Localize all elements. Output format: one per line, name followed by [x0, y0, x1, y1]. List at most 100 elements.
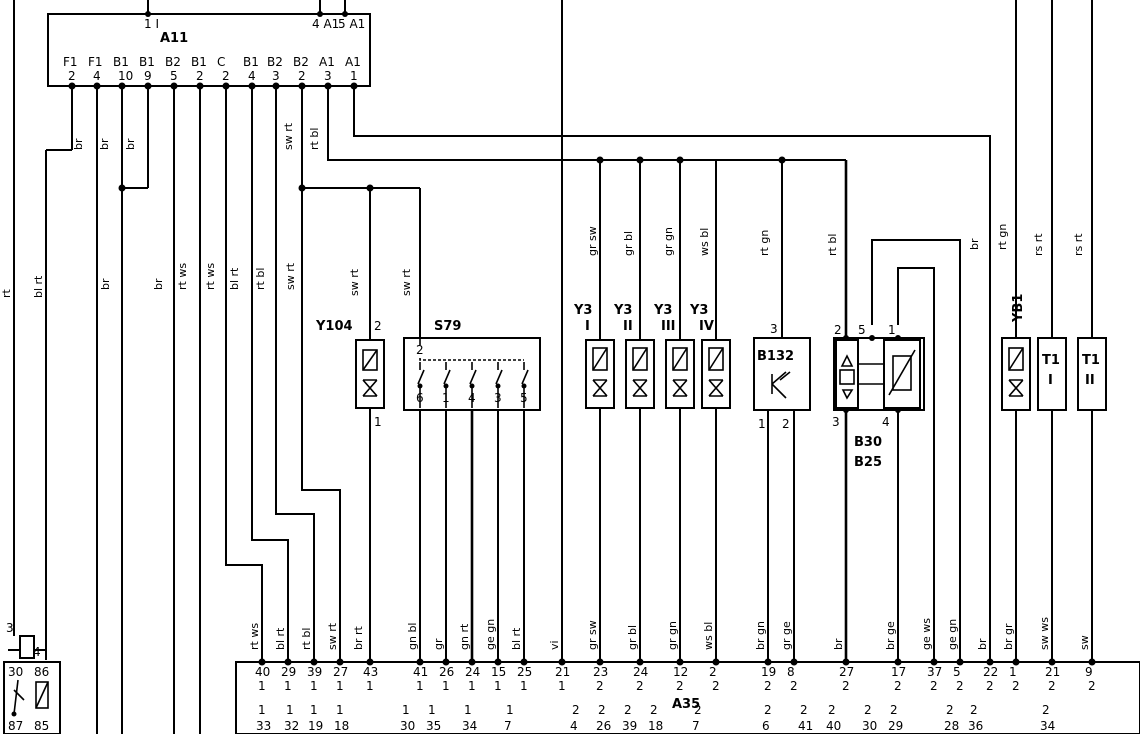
a35-ref-pin: 30 — [862, 719, 877, 733]
wire-color-label: br — [832, 638, 845, 650]
s79-contact-blade — [495, 369, 503, 385]
a11-pin-group: F1 — [88, 55, 103, 69]
a35-ref-connector: 2 — [800, 703, 808, 717]
relay-pin-85: 85 — [34, 719, 49, 733]
wire-color-label: rt gn — [996, 224, 1009, 250]
a35-ref-pin: 32 — [284, 719, 299, 733]
a35-ref-connector: 1 — [286, 703, 294, 717]
a35-pin-number: 15 — [491, 665, 506, 679]
b30-sensor-box — [833, 337, 925, 411]
a35-ref-connector: 2 — [650, 703, 658, 717]
a35-ref-pin: 34 — [1040, 719, 1055, 733]
a11-pin-group: B2 — [165, 55, 181, 69]
a35-pin-number: 25 — [517, 665, 532, 679]
y3-coil-icon — [672, 347, 688, 371]
wire-color-label: sw rt — [348, 268, 361, 296]
a35-pin-connector: 1 — [336, 679, 344, 693]
a35-pin-number: 27 — [839, 665, 854, 679]
y3-coil-diagonal — [708, 347, 724, 371]
a35-pin-number: 12 — [673, 665, 688, 679]
wire-color-label: rt ws — [248, 623, 261, 650]
b30-pin-bottom: 3 — [832, 415, 840, 429]
a35-pin-number: 40 — [255, 665, 270, 679]
wire-color-label: br gn — [754, 621, 767, 650]
a35-pin-connector: 1 — [558, 679, 566, 693]
y3-label: Y3 — [573, 303, 592, 318]
b30-pin-dot — [843, 335, 849, 341]
a35-pin-number: 2 — [709, 665, 717, 679]
wire-color-label: gr gn — [662, 227, 675, 256]
b30-pin-top: 2 — [834, 323, 842, 337]
a11-pin-group: B1 — [191, 55, 207, 69]
a35-ref-pin: 7 — [692, 719, 700, 733]
wire-color-label: rt bl — [254, 268, 267, 290]
y3-sub-label: IV — [699, 319, 714, 334]
a11-pin-number: 9 — [144, 69, 152, 83]
t1-label: T1 — [1082, 353, 1100, 368]
wire-color-label: gn rt — [458, 623, 471, 650]
a35-ref-connector: 2 — [828, 703, 836, 717]
a35-ref-connector: 2 — [970, 703, 978, 717]
relay-pin-30: 30 — [8, 665, 23, 679]
a11-pin-number: 2 — [68, 69, 76, 83]
a35-pin-number: 21 — [1045, 665, 1060, 679]
a11-top-pin-4: 4 A1 — [312, 17, 339, 31]
a11-pin-group: A1 — [345, 55, 361, 69]
y3-valve-body — [625, 339, 655, 409]
a35-ref-connector: 1 — [258, 703, 266, 717]
a11-top-pin-1: 1 I — [144, 17, 159, 31]
wire-color-label: gr sw — [586, 620, 599, 650]
a35-pin-connector: 2 — [636, 679, 644, 693]
s79-actuator — [419, 358, 524, 361]
a35-pin-number: 19 — [761, 665, 776, 679]
relay-pin-87: 87 — [8, 719, 23, 733]
a35-module-box — [235, 661, 1140, 734]
y3-sub-label: I — [585, 319, 590, 334]
s79-label: S79 — [434, 319, 461, 334]
a35-ref-connector: 1 — [402, 703, 410, 717]
b132-pin-1: 1 — [758, 417, 766, 431]
a11-pin-number: 2 — [196, 69, 204, 83]
a35-pin-connector: 1 — [416, 679, 424, 693]
b132-pin-top: 3 — [770, 322, 778, 336]
wire-color-label: br — [152, 278, 165, 290]
b132-sensor-box — [753, 337, 811, 411]
a35-label: A35 — [672, 697, 700, 712]
a11-pin-number: 2 — [222, 69, 230, 83]
wire-color-label: gn bl — [406, 623, 419, 651]
a35-pin-connector: 2 — [1088, 679, 1096, 693]
b30-pin-top: 1 — [888, 323, 896, 337]
b30-pin-dot — [895, 335, 901, 341]
y3-coil-diagonal — [672, 347, 688, 371]
wire-color-label: br — [968, 238, 981, 250]
a35-pin-number: 27 — [333, 665, 348, 679]
t1-unit-body — [1077, 337, 1107, 411]
a11-pin-number: 4 — [93, 69, 101, 83]
a35-pin-connector: 1 — [284, 679, 292, 693]
a11-pin-number: 5 — [170, 69, 178, 83]
a35-pin-connector: 2 — [986, 679, 994, 693]
y104-pin-bottom: 1 — [374, 415, 382, 429]
s79-contact-blade — [443, 369, 451, 385]
a35-ref-connector: 2 — [624, 703, 632, 717]
wire-color-label: ge gn — [946, 619, 959, 650]
a11-pin-group: F1 — [63, 55, 78, 69]
a35-ref-pin: 41 — [798, 719, 813, 733]
wire-color-label: br ge — [884, 621, 897, 650]
y3-coil-diagonal — [592, 347, 608, 371]
b132-label: B132 — [757, 349, 794, 364]
a35-ref-connector: 2 — [946, 703, 954, 717]
t1-label: T1 — [1042, 353, 1060, 368]
b30-pin-dot — [843, 407, 849, 413]
a11-pin-number: 10 — [118, 69, 133, 83]
a35-pin-number: 9 — [1085, 665, 1093, 679]
a35-pin-number: 39 — [307, 665, 322, 679]
a35-ref-pin: 39 — [622, 719, 637, 733]
a11-label: A11 — [160, 31, 188, 46]
a35-ref-pin: 28 — [944, 719, 959, 733]
wire-color-label: bl rt — [32, 275, 45, 298]
